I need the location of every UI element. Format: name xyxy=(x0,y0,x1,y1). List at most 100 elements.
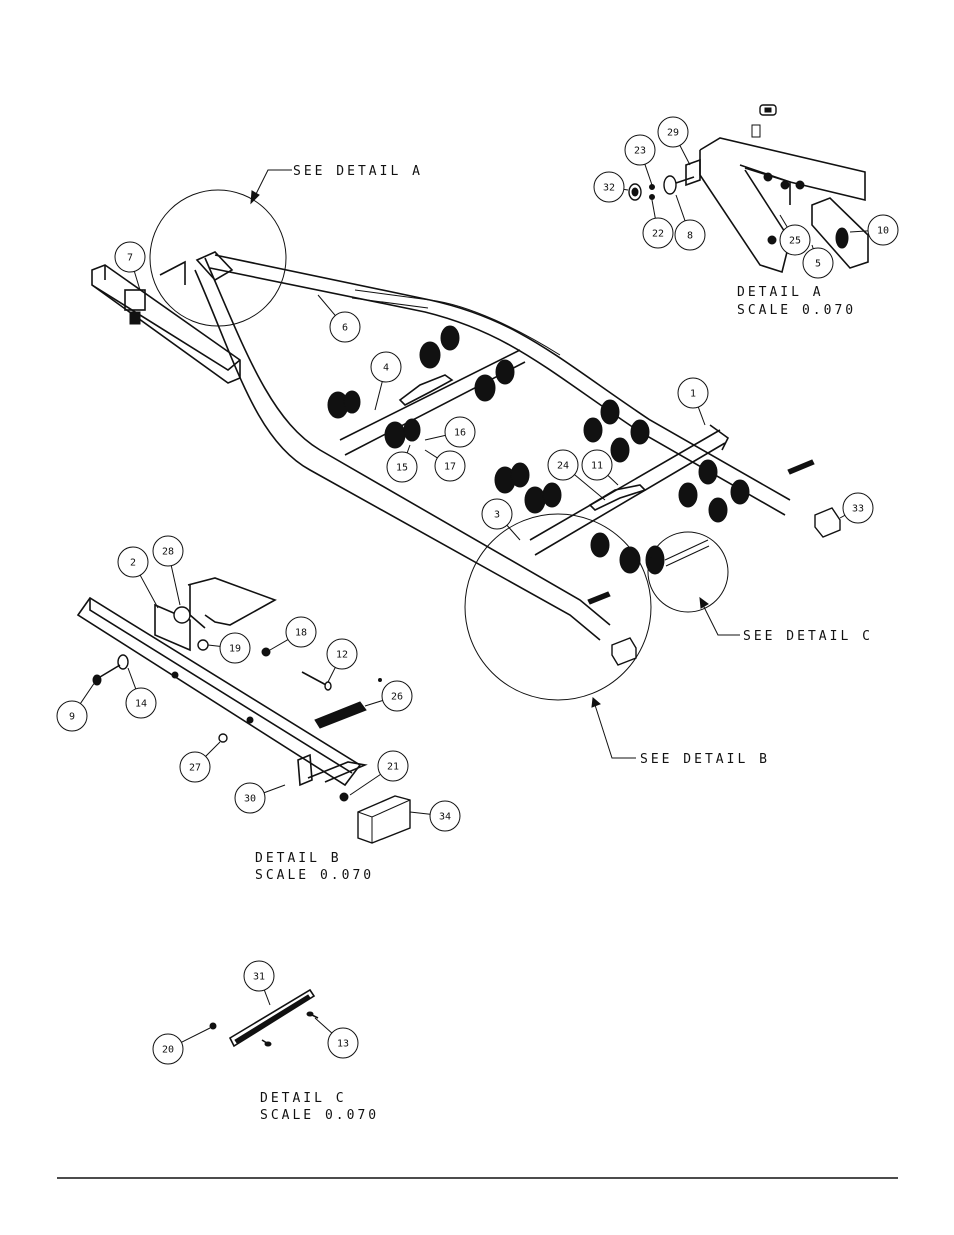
part-number-label: 7 xyxy=(127,253,133,264)
part-number-label: 16 xyxy=(454,428,466,439)
part-leader-line xyxy=(317,294,336,316)
part-leader-line xyxy=(779,214,788,228)
part-bubble-circle xyxy=(867,214,899,246)
part-bubble-15: 15 xyxy=(386,444,418,483)
part-bubble-9: 9 xyxy=(56,681,96,732)
part-number-label: 27 xyxy=(189,763,201,774)
see-detail-c-label: SEE DETAIL C xyxy=(743,629,873,644)
part-number-label: 6 xyxy=(342,323,348,334)
part-bubble-circle xyxy=(547,449,579,481)
part-bubble-23: 23 xyxy=(624,134,656,186)
part-bubble-circle xyxy=(243,960,275,992)
part-number-label: 28 xyxy=(162,547,174,558)
part-bubble-circle xyxy=(125,687,157,719)
part-bubble-31: 31 xyxy=(243,960,275,1006)
part-bubble-circle xyxy=(285,616,317,648)
part-number-label: 30 xyxy=(244,794,256,805)
part-number-label: 2 xyxy=(130,558,136,569)
part-bubble-12: 12 xyxy=(326,638,358,683)
part-bubble-27: 27 xyxy=(179,741,221,783)
part-bubble-28: 28 xyxy=(152,535,184,606)
part-leader-line xyxy=(839,514,846,519)
part-number-label: 15 xyxy=(396,463,408,474)
part-number-label: 22 xyxy=(652,229,664,240)
part-leader-line xyxy=(327,667,336,683)
part-bubble-circle xyxy=(327,1027,359,1059)
part-bubble-circle xyxy=(842,492,874,524)
part-bubble-30: 30 xyxy=(234,782,286,814)
part-number-label: 25 xyxy=(789,236,801,247)
part-bubble-circle xyxy=(674,219,706,251)
part-leader-line xyxy=(574,474,606,501)
part-bubble-circle xyxy=(219,632,251,664)
part-bubble-34: 34 xyxy=(409,800,461,832)
part-bubble-circle xyxy=(624,134,656,166)
part-bubble-circle xyxy=(779,224,811,256)
part-number-label: 8 xyxy=(687,231,693,242)
part-leader-line xyxy=(406,444,411,454)
part-bubble-circle xyxy=(444,416,476,448)
part-bubble-22: 22 xyxy=(642,199,674,249)
callout-leaders xyxy=(250,169,740,759)
part-leader-line xyxy=(607,474,619,486)
part-bubble-circle xyxy=(642,217,674,249)
part-bubble-32: 32 xyxy=(593,171,629,203)
part-number-label: 18 xyxy=(295,628,307,639)
part-number-label: 24 xyxy=(557,461,569,472)
part-bubble-33: 33 xyxy=(839,492,874,524)
part-bubble-8: 8 xyxy=(674,194,706,251)
part-number-label: 13 xyxy=(337,1039,349,1050)
part-bubble-13: 13 xyxy=(314,1017,359,1059)
part-leader-line xyxy=(79,681,96,704)
part-bubble-26: 26 xyxy=(364,680,413,712)
part-bubble-20: 20 xyxy=(152,1027,211,1065)
part-bubble-3: 3 xyxy=(481,498,521,541)
part-number-label: 12 xyxy=(336,650,348,661)
bunks xyxy=(398,374,841,666)
part-bubble-29: 29 xyxy=(657,116,691,166)
part-leader-line xyxy=(127,667,137,690)
part-bubble-circle xyxy=(117,546,149,578)
part-leader-line xyxy=(374,381,383,411)
part-bubble-17: 17 xyxy=(424,449,466,482)
part-leader-line xyxy=(679,145,691,166)
part-number-label: 9 xyxy=(69,712,75,723)
part-leader-line xyxy=(263,989,271,1006)
detail-b-title: DETAIL B xyxy=(255,851,342,866)
part-leader-line xyxy=(139,574,159,609)
part-number-label: 3 xyxy=(494,510,500,521)
part-leader-line xyxy=(181,1027,211,1043)
part-bubble-circle xyxy=(429,800,461,832)
part-bubble-circle xyxy=(326,638,358,670)
part-leader-line xyxy=(409,811,431,815)
detail-callout-circles xyxy=(149,189,729,701)
detail-c-title: DETAIL C xyxy=(260,1091,347,1106)
part-number-label: 5 xyxy=(815,259,821,270)
detail-a-title: DETAIL A xyxy=(737,285,824,300)
part-bubble-circle xyxy=(114,241,146,273)
part-bubble-4: 4 xyxy=(370,351,402,411)
part-leader-line xyxy=(170,565,181,606)
part-bubble-5: 5 xyxy=(802,244,834,279)
part-leader-line xyxy=(675,194,686,222)
part-bubble-11: 11 xyxy=(581,449,619,486)
part-bubble-circle xyxy=(677,377,709,409)
part-bubble-18: 18 xyxy=(269,616,317,651)
see-detail-b-label: SEE DETAIL B xyxy=(640,752,770,767)
part-leader-line xyxy=(133,271,141,291)
part-number-label: 32 xyxy=(603,183,615,194)
part-bubble-circle xyxy=(179,751,211,783)
detail-a-scale: SCALE 0.070 xyxy=(737,303,856,318)
part-bubble-circle xyxy=(581,449,613,481)
part-bubble-circle xyxy=(329,311,361,343)
part-bubble-1: 1 xyxy=(677,377,709,426)
part-bubble-2: 2 xyxy=(117,546,159,609)
part-leader-line xyxy=(506,524,521,541)
part-number-label: 23 xyxy=(634,146,646,157)
part-bubble-21: 21 xyxy=(349,750,409,796)
part-bubble-circle xyxy=(802,247,834,279)
part-leader-line xyxy=(263,784,286,794)
part-leader-line xyxy=(424,449,438,459)
part-bubble-16: 16 xyxy=(424,416,476,448)
part-number-label: 29 xyxy=(667,128,679,139)
